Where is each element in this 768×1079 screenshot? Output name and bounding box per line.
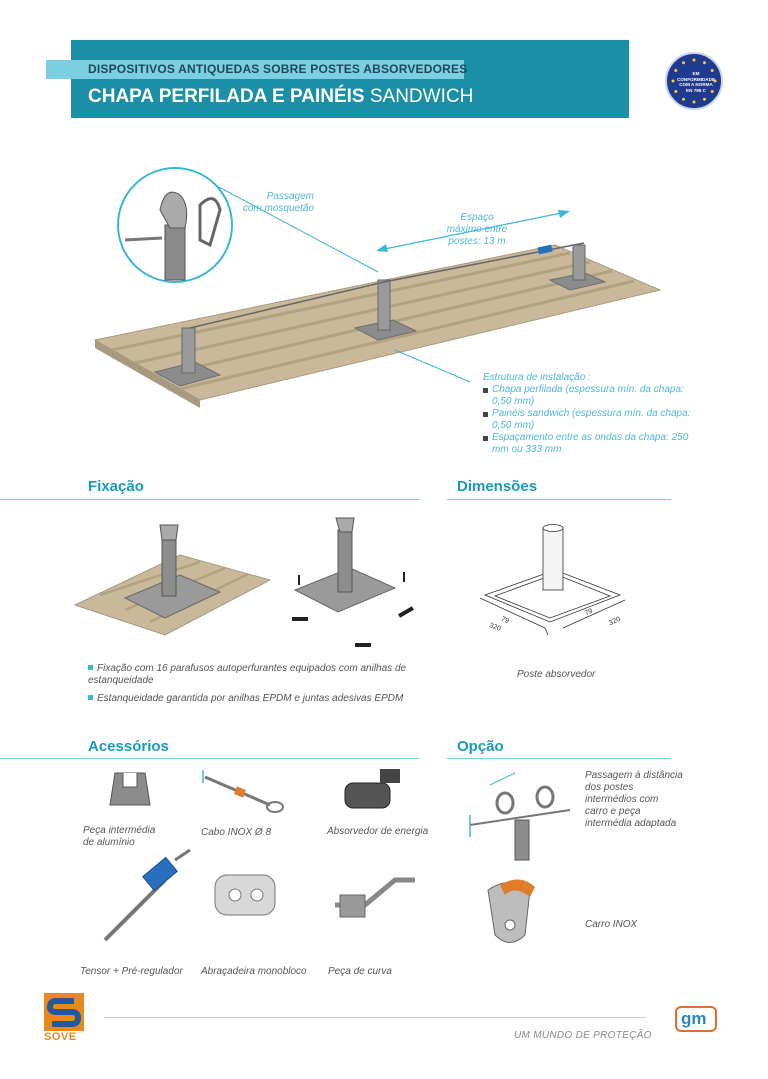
- page-title: CHAPA PERFILADA E PAINÉIS SANDWICH: [88, 86, 473, 108]
- badge-text: EM CONFORMIDADE COM A NORMA EN 795 C: [671, 71, 721, 93]
- en795-badge: EM CONFORMIDADE COM A NORMA EN 795 C: [665, 52, 723, 110]
- accessories-illustration: [103, 769, 415, 942]
- accessory-label: Absorvedor de energia: [327, 826, 429, 837]
- structure-callout: Estrutura de instalação : Chapa perfilad…: [483, 372, 703, 456]
- fixation-note: Fixação com 16 parafusos autoperfurantes…: [88, 663, 418, 687]
- post: [377, 279, 391, 331]
- badge-line: EN 795 C: [686, 87, 706, 93]
- section-title-dimensoes: Dimensões: [457, 478, 538, 495]
- badge-line: EM: [692, 71, 700, 76]
- energy-absorber: [537, 244, 553, 255]
- lifeline-cable: [189, 242, 585, 329]
- span-arrow: [379, 211, 567, 251]
- fixation-note: Estanqueidade garantida por anilhas EPDM…: [88, 693, 418, 705]
- option-cable: [469, 809, 571, 826]
- fixation-illustration: [73, 517, 414, 647]
- structure-item: Espaçamento entre as ondas da chapa: 250…: [483, 432, 703, 456]
- option-carro-caption: Carro INOX: [585, 919, 638, 930]
- section-rule: [447, 758, 671, 759]
- sove-brand: SOVE: [44, 1031, 77, 1043]
- post: [572, 244, 586, 281]
- eu-stars-icon: [671, 58, 717, 104]
- badge-line: COM A NORMA: [679, 82, 713, 88]
- section-rule: [0, 758, 419, 759]
- structure-item: Painéis sandwich (espessura mín. da chap…: [483, 408, 703, 432]
- page-title-bold: CHAPA PERFILADA E PAINÉIS: [88, 86, 365, 107]
- structure-item: Chapa perfilada (espessura mín. da chapa…: [483, 384, 703, 408]
- section-title-acessorios: Acessórios: [88, 738, 169, 755]
- section-title-opcao: Opção: [457, 738, 504, 755]
- intermediate-piece-icon: [109, 772, 151, 806]
- accessory-label: Cabo INOX Ø 8: [201, 827, 272, 838]
- badge-line: CONFORMIDADE: [676, 76, 716, 82]
- option-passage-caption: Passagem à distância dos postes interméd…: [585, 770, 683, 830]
- callout-line: Espaço: [460, 212, 494, 223]
- post: [181, 327, 196, 374]
- header-subtitle-band: [46, 60, 464, 79]
- dimensions-drawing: [479, 524, 626, 636]
- accessory-label: Peça intermédia: [83, 825, 156, 836]
- curve-piece-icon: [335, 877, 415, 918]
- callout-line: postes: 13 m: [448, 236, 506, 247]
- section-rule: [0, 499, 419, 500]
- accessory-caption: Peça intermédia de alumínio: [83, 825, 155, 849]
- footer-slogan: UM MUNDO DE PROTEÇÃO: [514, 1030, 652, 1041]
- energy-absorber-icon: [344, 769, 400, 809]
- option-line: dos postes: [585, 782, 634, 793]
- callout-space: Espaço máximo entre postes: 13 m: [432, 212, 522, 248]
- section-title-fixacao: Fixação: [88, 478, 144, 495]
- structure-title: Estrutura de instalação :: [483, 372, 591, 383]
- accessory-label: Peça de curva: [328, 966, 392, 977]
- footer-rule: [104, 1017, 646, 1018]
- section-rule: [447, 499, 671, 500]
- inox-carriage-icon: [487, 879, 535, 943]
- option-line: Passagem à distância: [585, 770, 683, 781]
- gm-logo: gm: [675, 1006, 717, 1032]
- header-subtitle: DISPOSITIVOS ANTIQUEDAS SOBRE POSTES ABS…: [88, 62, 468, 76]
- sove-logo-icon: [44, 993, 84, 1031]
- inox-cable-icon: [202, 770, 284, 813]
- accessory-label: de alumínio: [83, 837, 135, 848]
- tensioner-icon: [103, 848, 191, 942]
- page-title-normal: SANDWICH: [369, 86, 474, 107]
- clamp-icon: [214, 874, 276, 916]
- option-line: intermédios com: [585, 794, 659, 805]
- accessory-label: Abraçadeira monobloco: [201, 966, 307, 977]
- option-line: intermédia adaptada: [585, 818, 677, 829]
- fixation-note-text: Estanqueidade garantida por anilhas EPDM…: [97, 693, 404, 704]
- gm-logo-text: gm: [681, 1009, 707, 1028]
- option-line: carro e peça: [585, 806, 641, 817]
- fixation-note-text: Fixação com 16 parafusos autoperfurantes…: [88, 663, 407, 686]
- accessory-label: Tensor + Pré-regulador: [80, 966, 183, 977]
- option-illustration: [469, 772, 571, 943]
- hero-illustration: [93, 167, 662, 408]
- dimensions-caption: Poste absorvedor: [517, 669, 596, 680]
- callout-line: com mosquetão: [242, 203, 314, 214]
- callout-passage: Passagem com mosquetão: [239, 191, 314, 215]
- callout-line: Passagem: [266, 191, 314, 202]
- header-band: [71, 40, 629, 118]
- callout-line: máximo entre: [446, 224, 508, 235]
